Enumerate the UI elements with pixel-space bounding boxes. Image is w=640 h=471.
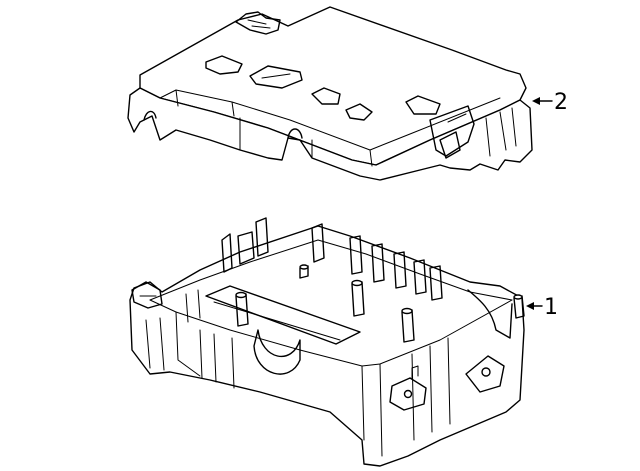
fuse-box-cover [127,6,533,181]
callout-2-arrowhead [532,97,540,105]
callout-1-arrowhead [526,302,534,310]
callout-2-label: 2 [554,90,568,115]
callout-1-label: 1 [544,295,558,320]
callout-2: 2 [532,90,568,115]
fuse-box-base [129,217,525,467]
callout-1: 1 [526,295,558,320]
base-body [129,225,525,467]
